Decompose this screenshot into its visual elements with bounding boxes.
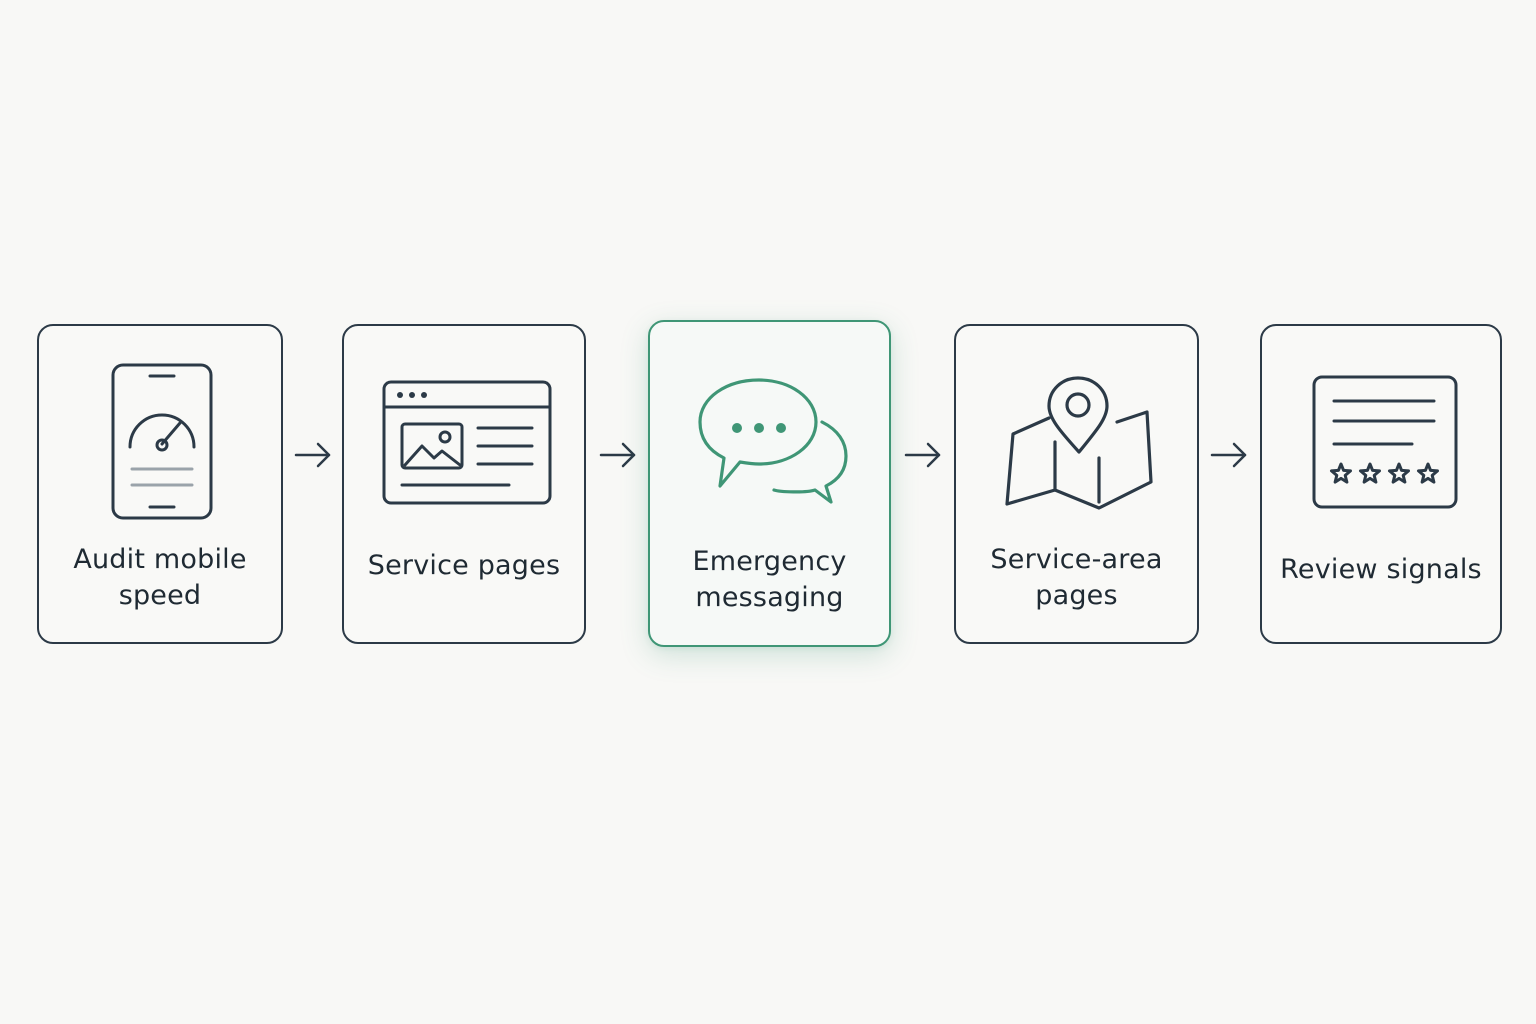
step-card-emergency-messaging: Emergency messaging bbox=[648, 320, 891, 647]
step-label: Service pages bbox=[367, 550, 561, 581]
step-label: Audit mobile speed bbox=[73, 544, 247, 611]
star-icon bbox=[1388, 462, 1410, 484]
map-pin-icon bbox=[1005, 376, 1153, 510]
step-label: Review signals bbox=[1280, 554, 1482, 585]
arrow-right-icon bbox=[599, 442, 636, 468]
step-label: Service-area pages bbox=[990, 544, 1163, 611]
step-label: Emergency messaging bbox=[692, 546, 847, 613]
step-card-service-area-pages: Service-area pages bbox=[954, 324, 1199, 644]
step-card-review-signals: Review signals bbox=[1260, 324, 1502, 644]
star-icon bbox=[1330, 462, 1352, 484]
review-stars-icon bbox=[1312, 375, 1458, 509]
browser-window-icon bbox=[382, 380, 552, 505]
arrow-right-icon bbox=[1210, 442, 1247, 468]
chat-bubbles-icon bbox=[698, 378, 848, 504]
step-card-audit-mobile-speed: Audit mobile speed bbox=[37, 324, 283, 644]
phone-speed-icon bbox=[111, 363, 213, 520]
arrow-right-icon bbox=[294, 442, 331, 468]
star-icon bbox=[1359, 462, 1381, 484]
step-card-service-pages: Service pages bbox=[342, 324, 586, 644]
star-icon bbox=[1417, 462, 1439, 484]
arrow-right-icon bbox=[904, 442, 941, 468]
